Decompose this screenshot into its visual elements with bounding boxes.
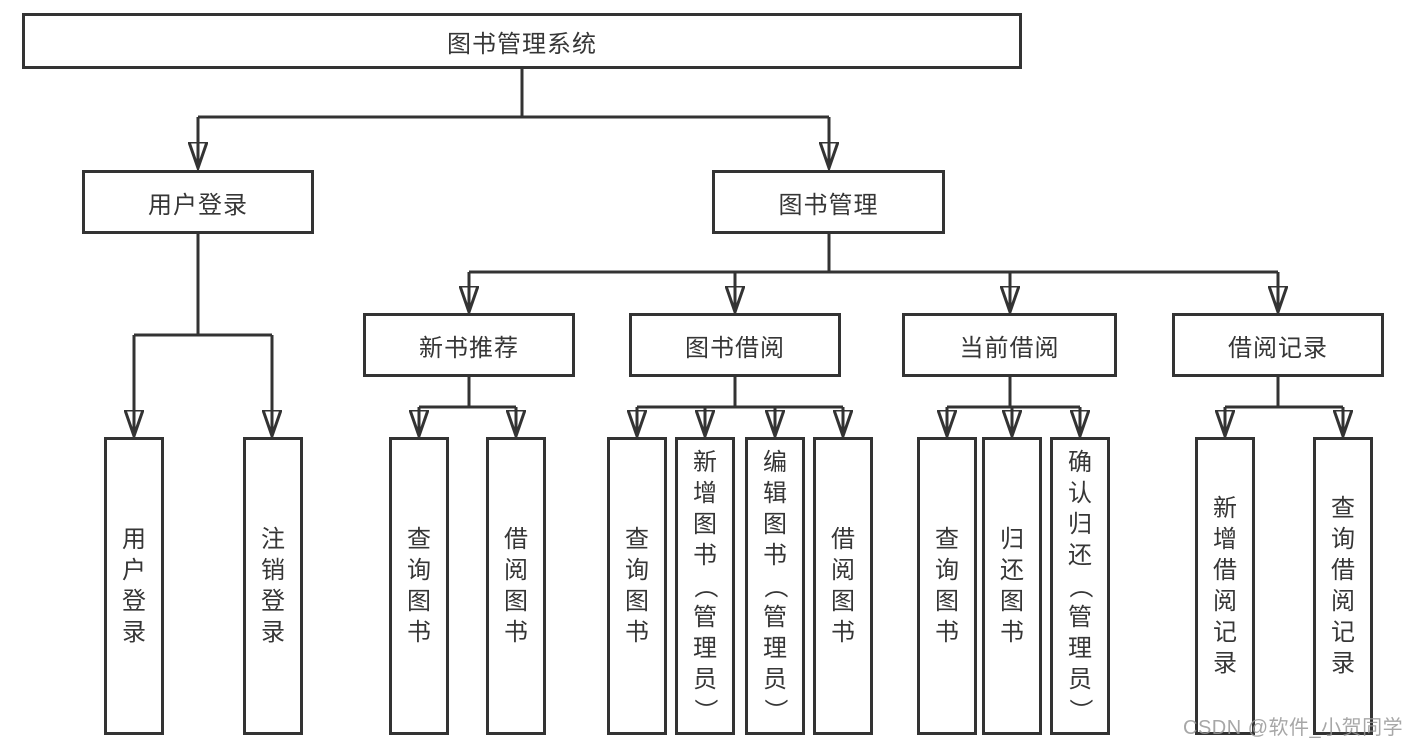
- leaf-add-borrow-record: 新增借阅记录: [1195, 437, 1255, 735]
- leaf-borrow-books-recommend: 借阅图书: [486, 437, 546, 735]
- node-new-book-recommend: 新书推荐: [363, 313, 575, 377]
- leaf-add-book-admin: 新增图书（管理员）: [675, 437, 735, 735]
- leaf-query-books-recommend: 查询图书: [389, 437, 449, 735]
- node-current-borrow: 当前借阅: [902, 313, 1117, 377]
- leaf-logout: 注销登录: [243, 437, 303, 735]
- node-user-login: 用户登录: [82, 170, 314, 234]
- leaf-user-login: 用户登录: [104, 437, 164, 735]
- csdn-watermark: CSDN @软件_小贺同学: [1183, 717, 1404, 739]
- node-book-borrow: 图书借阅: [629, 313, 841, 377]
- leaf-confirm-return-admin: 确认归还（管理员）: [1050, 437, 1110, 735]
- node-book-management: 图书管理: [712, 170, 945, 234]
- leaf-query-books-current: 查询图书: [917, 437, 977, 735]
- leaf-query-books-borrow: 查询图书: [607, 437, 667, 735]
- node-borrow-records: 借阅记录: [1172, 313, 1384, 377]
- connector-trunks: [134, 68, 1343, 409]
- leaf-borrow-books: 借阅图书: [813, 437, 873, 735]
- leaf-return-book: 归还图书: [982, 437, 1042, 735]
- leaf-query-borrow-record: 查询借阅记录: [1313, 437, 1373, 735]
- node-library-management-system: 图书管理系统: [22, 13, 1022, 69]
- leaf-edit-book-admin: 编辑图书（管理员）: [745, 437, 805, 735]
